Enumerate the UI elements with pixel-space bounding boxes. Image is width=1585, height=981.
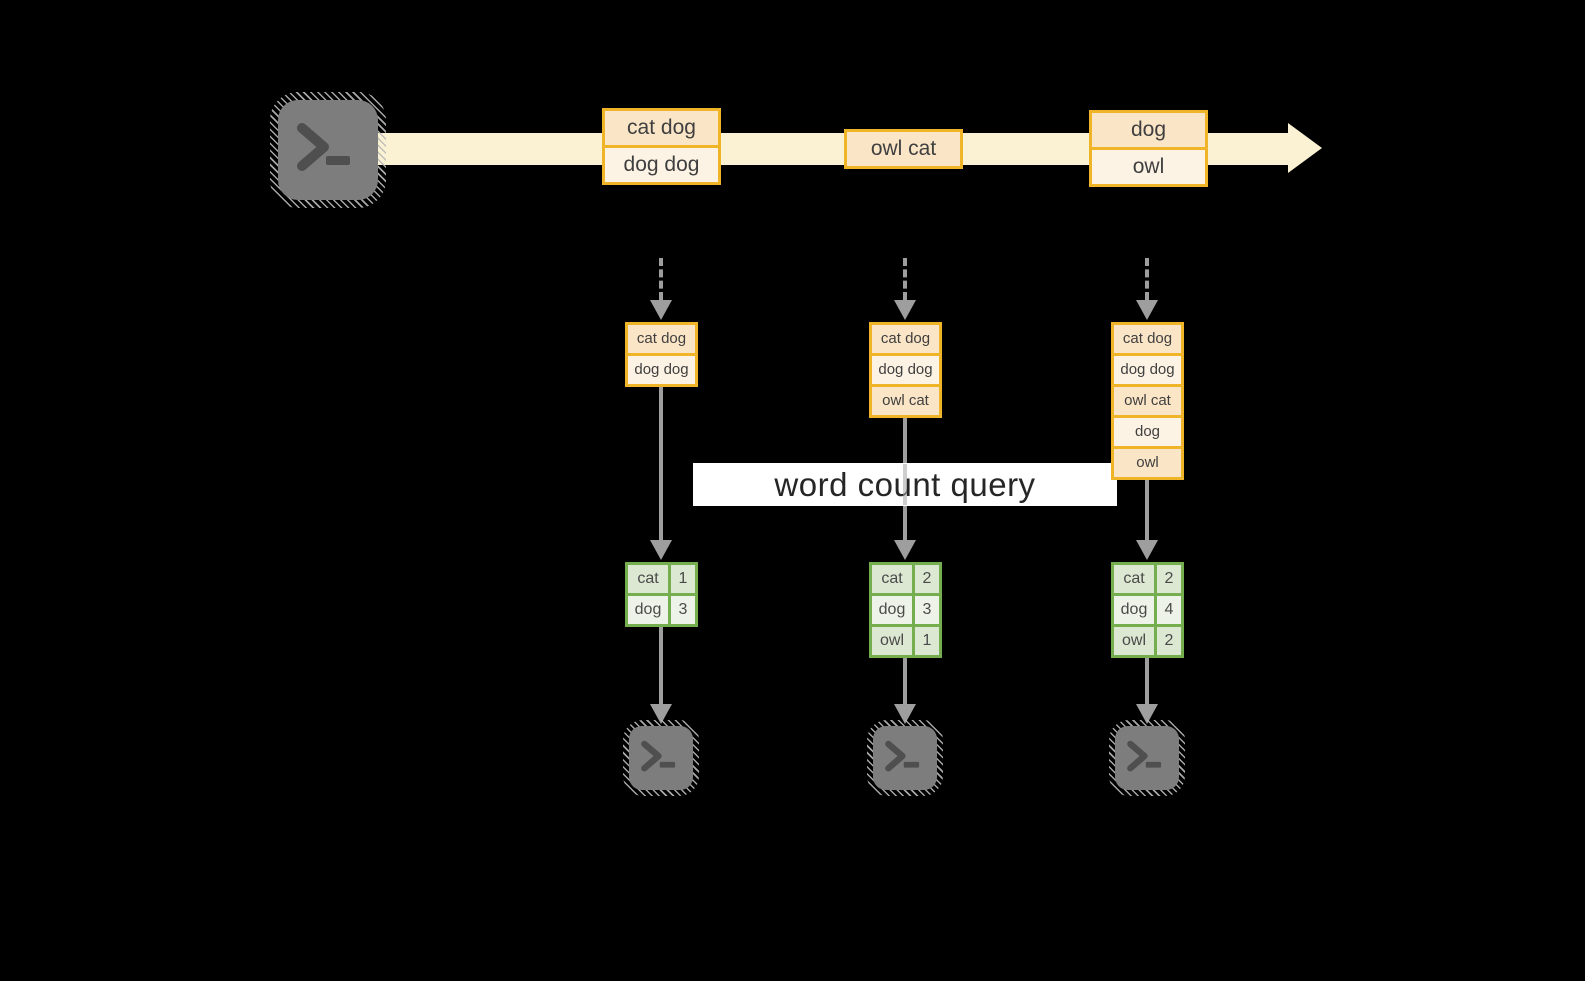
count-value: 1 <box>671 565 695 593</box>
state-row: dog dog <box>872 353 939 384</box>
sink-arrow-line <box>659 627 663 704</box>
state-dashed-arrowhead <box>1136 300 1158 320</box>
sink-arrowhead <box>650 704 672 724</box>
sink-arrow-line <box>903 658 907 704</box>
count-word: owl <box>872 627 915 655</box>
sink-arrowhead <box>894 704 916 724</box>
count-value: 2 <box>1157 565 1181 593</box>
count-word: cat <box>872 565 915 593</box>
count-word: cat <box>628 565 671 593</box>
sink-arrowhead <box>1136 704 1158 724</box>
state-dashed-arrow-line <box>903 258 907 300</box>
terminal-icon <box>623 720 699 796</box>
count-word: dog <box>628 596 671 624</box>
count-value: 1 <box>915 627 939 655</box>
state-dashed-arrowhead <box>894 300 916 320</box>
stream-arrowhead <box>1288 123 1322 173</box>
state-dashed-arrow-line <box>1145 258 1149 300</box>
count-word: cat <box>1114 565 1157 593</box>
state-row: dog dog <box>628 353 695 384</box>
state-row: cat dog <box>872 325 939 353</box>
sink-arrow-line <box>1145 658 1149 704</box>
terminal-prompt-icon <box>641 740 676 772</box>
state-row: dog dog <box>1114 353 1181 384</box>
count-word: dog <box>872 596 915 624</box>
query-arrowhead <box>650 540 672 560</box>
terminal-prompt-icon <box>885 740 920 772</box>
count-value: 4 <box>1157 596 1181 624</box>
state-dashed-arrow-line <box>659 258 663 300</box>
state-row: owl cat <box>872 384 939 415</box>
query-arrow-line <box>1145 480 1149 540</box>
state-row: owl <box>1114 446 1181 477</box>
state-row: cat dog <box>1114 325 1181 353</box>
terminal-prompt-icon <box>297 123 350 171</box>
count-word: dog <box>1114 596 1157 624</box>
count-value: 2 <box>1157 627 1181 655</box>
count-value: 3 <box>915 596 939 624</box>
query-arrowhead <box>1136 540 1158 560</box>
query-arrowhead <box>894 540 916 560</box>
state-row: dog <box>1114 415 1181 446</box>
terminal-prompt-icon <box>1127 740 1162 772</box>
stream-record: owl cat <box>844 129 963 169</box>
state-dashed-arrowhead <box>650 300 672 320</box>
state-row: owl cat <box>1114 384 1181 415</box>
count-value: 3 <box>671 596 695 624</box>
stream-record-line: owl <box>1092 147 1205 184</box>
terminal-icon <box>1109 720 1185 796</box>
stream-record-line: dog dog <box>605 145 718 182</box>
state-row: cat dog <box>628 325 695 353</box>
query-line-overlay <box>903 464 907 505</box>
stream-record-line: cat dog <box>605 111 718 145</box>
count-value: 2 <box>915 565 939 593</box>
terminal-icon <box>270 92 386 208</box>
count-word: owl <box>1114 627 1157 655</box>
stream-record-line: owl cat <box>847 132 960 166</box>
terminal-icon <box>867 720 943 796</box>
query-arrow-line <box>659 387 663 540</box>
stream-record-line: dog <box>1092 113 1205 147</box>
